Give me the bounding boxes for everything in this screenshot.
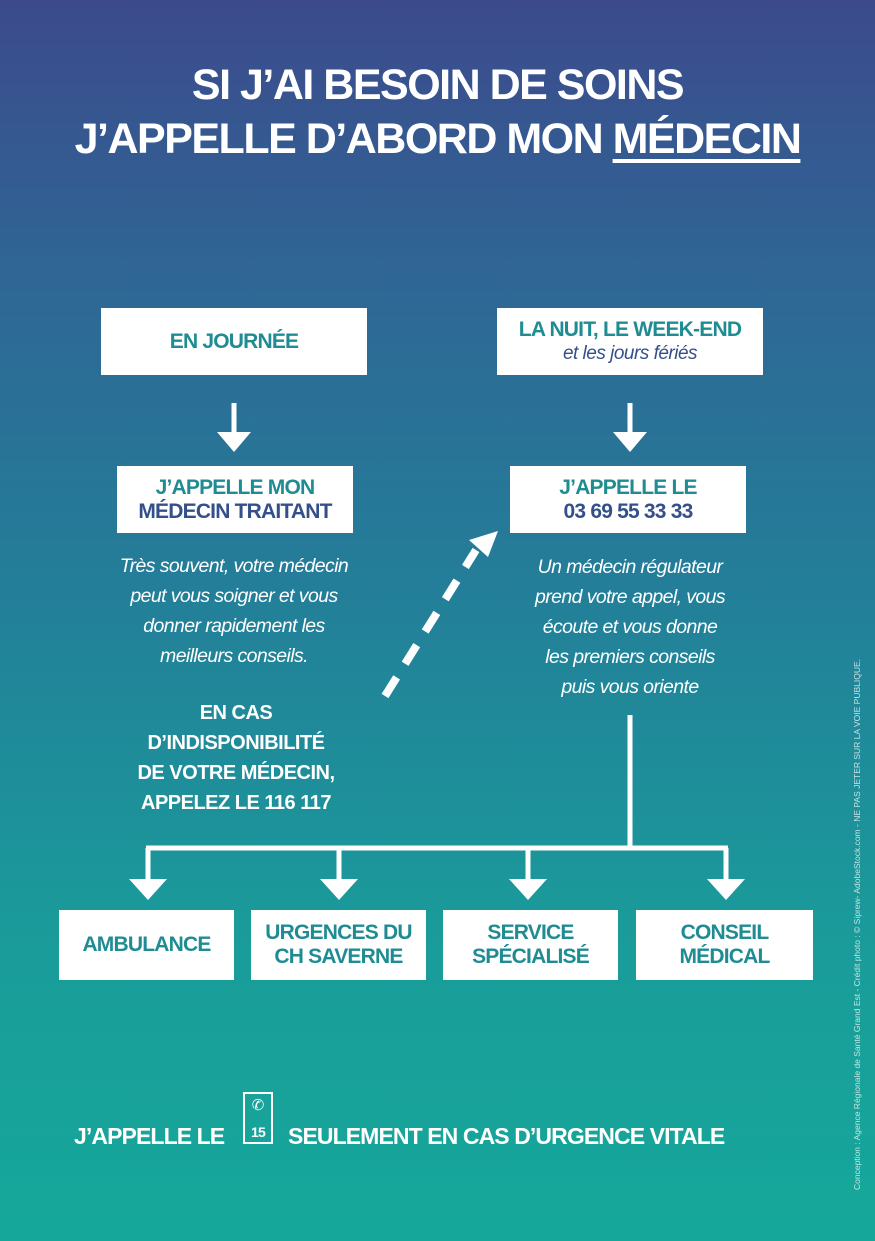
daytime-header-label: EN JOURNÉE [169,329,299,353]
regulator-description-line: puis vous oriente [561,676,699,698]
regulator-description-line: prend votre appel, vous [535,586,726,608]
outcome-specialized-line-2: SPÉCIALISÉ [472,945,590,968]
branch-arrowhead-1 [129,879,167,900]
outcome-specialized-service: SERVICE SPÉCIALISÉ [443,910,618,980]
call-doctor-box: J’APPELLE MON MÉDECIN TRAITANT [117,466,353,533]
doctor-description-line: Très souvent, votre médecin [119,555,349,577]
branch-arrowhead-3 [509,879,547,900]
unavailability-line: D’INDISPONIBILITÉ [147,732,325,754]
outcome-medical-advice: CONSEIL MÉDICAL [636,910,813,980]
outcome-emergency-line-2: CH SAVERNE [274,945,403,968]
phone-icon: ✆ [251,1097,265,1114]
outcome-emergency-line-1: URGENCES DU [265,921,412,944]
outcome-specialized-line-1: SERVICE [487,921,574,944]
credit-line: Conception : Agence Régionale de Santé G… [852,659,862,1190]
regulator-description-line: Un médecin régulateur [537,556,723,578]
outcome-ambulance: AMBULANCE [59,910,234,980]
outcome-emergency: URGENCES DU CH SAVERNE [251,910,426,980]
samu-15-badge: ✆ 15 [243,1092,273,1144]
right-arrow-head [613,432,647,452]
call-number-box: J’APPELLE LE 03 69 55 33 33 [510,466,746,533]
footer-prefix: J’APPELLE LE [74,1123,225,1149]
doctor-description: Très souvent, votre médecin peut vous so… [84,551,384,671]
outcome-advice-line-1: CONSEIL [680,921,770,944]
daytime-header-box: EN JOURNÉE [101,308,367,375]
dashed-arrow-shaft [381,547,480,699]
title-line-2: J’APPELLE D’ABORD MON MÉDECIN [0,118,875,161]
unavailability-line: DE VOTRE MÉDECIN, [137,762,335,784]
call-doctor-line-1: J’APPELLE MON [155,475,316,499]
call-doctor-line-2: MÉDECIN TRAITANT [138,499,332,523]
regulator-description: Un médecin régulateur prend votre appel,… [480,552,780,702]
unavailability-line: EN CAS [199,702,273,724]
title-line-1: SI J’AI BESOIN DE SOINS [191,61,685,109]
unavailability-line: APPELEZ LE 116 117 [141,792,332,814]
outcome-advice-line-2: MÉDICAL [679,945,770,968]
title-line-2-prefix: J’APPELLE D’ABORD MON [74,115,613,163]
title-underlined-word: MÉDECIN [612,115,802,163]
night-weekend-header-box: LA NUIT, LE WEEK-END et les jours fériés [497,308,763,375]
branch-arrowhead-4 [707,879,745,900]
branch-arrowhead-2 [320,879,358,900]
night-weekend-header-label: LA NUIT, LE WEEK-END [518,317,742,341]
left-arrow-head [217,432,251,452]
unavailability-notice: EN CAS D’INDISPONIBILITÉ DE VOTRE MÉDECI… [100,698,372,818]
doctor-description-line: meilleurs conseils. [160,645,309,667]
footer-suffix: SEULEMENT EN CAS D’URGENCE VITALE [288,1123,725,1149]
regulator-description-line: les premiers conseils [545,646,715,668]
regulator-description-line: écoute et vous donne [542,616,718,638]
phone-number: 03 69 55 33 33 [563,499,694,523]
holidays-subtitle: et les jours fériés [562,342,698,364]
doctor-description-line: donner rapidement les [143,615,325,637]
dashed-arrow-head [469,531,498,557]
outcome-ambulance-label: AMBULANCE [82,933,211,956]
doctor-description-line: peut vous soigner et vous [130,585,338,607]
call-number-line-1: J’APPELLE LE [559,475,697,499]
badge-number: 15 [251,1124,266,1140]
